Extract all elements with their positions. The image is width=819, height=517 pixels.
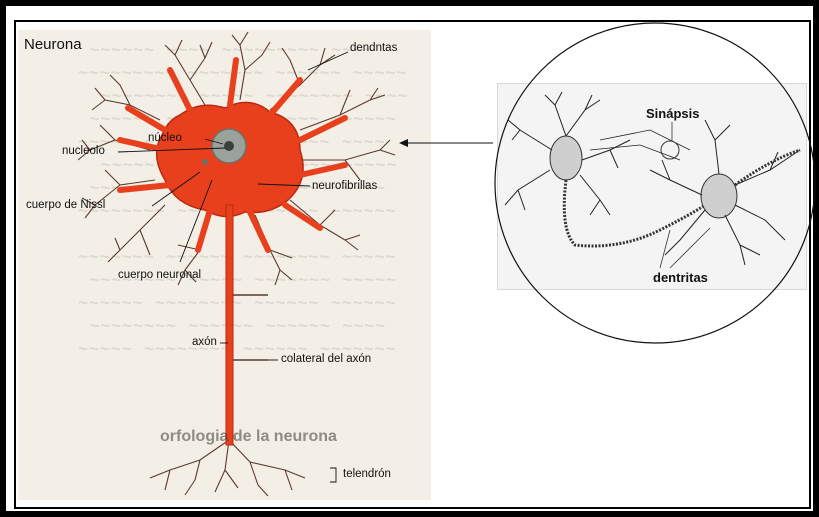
label-nucleo: núcleo <box>148 132 182 144</box>
label-colateral: colateral del axón <box>281 353 371 365</box>
label-neurofibrillas: neurofibrillas <box>312 180 377 192</box>
zoom-circle <box>495 23 815 343</box>
label-dentritas-zoom: dentritas <box>653 270 708 285</box>
faded-caption: orfologia de la neurona <box>160 428 337 446</box>
label-axon: axón <box>192 336 217 348</box>
label-cuerpo-nissl: cuerpo de Nissl <box>26 199 105 211</box>
label-nucleolo: nucleolo <box>62 145 105 157</box>
label-telendron: telendrón <box>343 468 391 480</box>
label-cuerpo-neuronal: cuerpo neuronal <box>118 269 201 281</box>
diagram-title: Neurona <box>24 36 82 53</box>
label-dendritas: dendntas <box>350 42 397 54</box>
label-sinapsis: Sinápsis <box>646 106 699 121</box>
